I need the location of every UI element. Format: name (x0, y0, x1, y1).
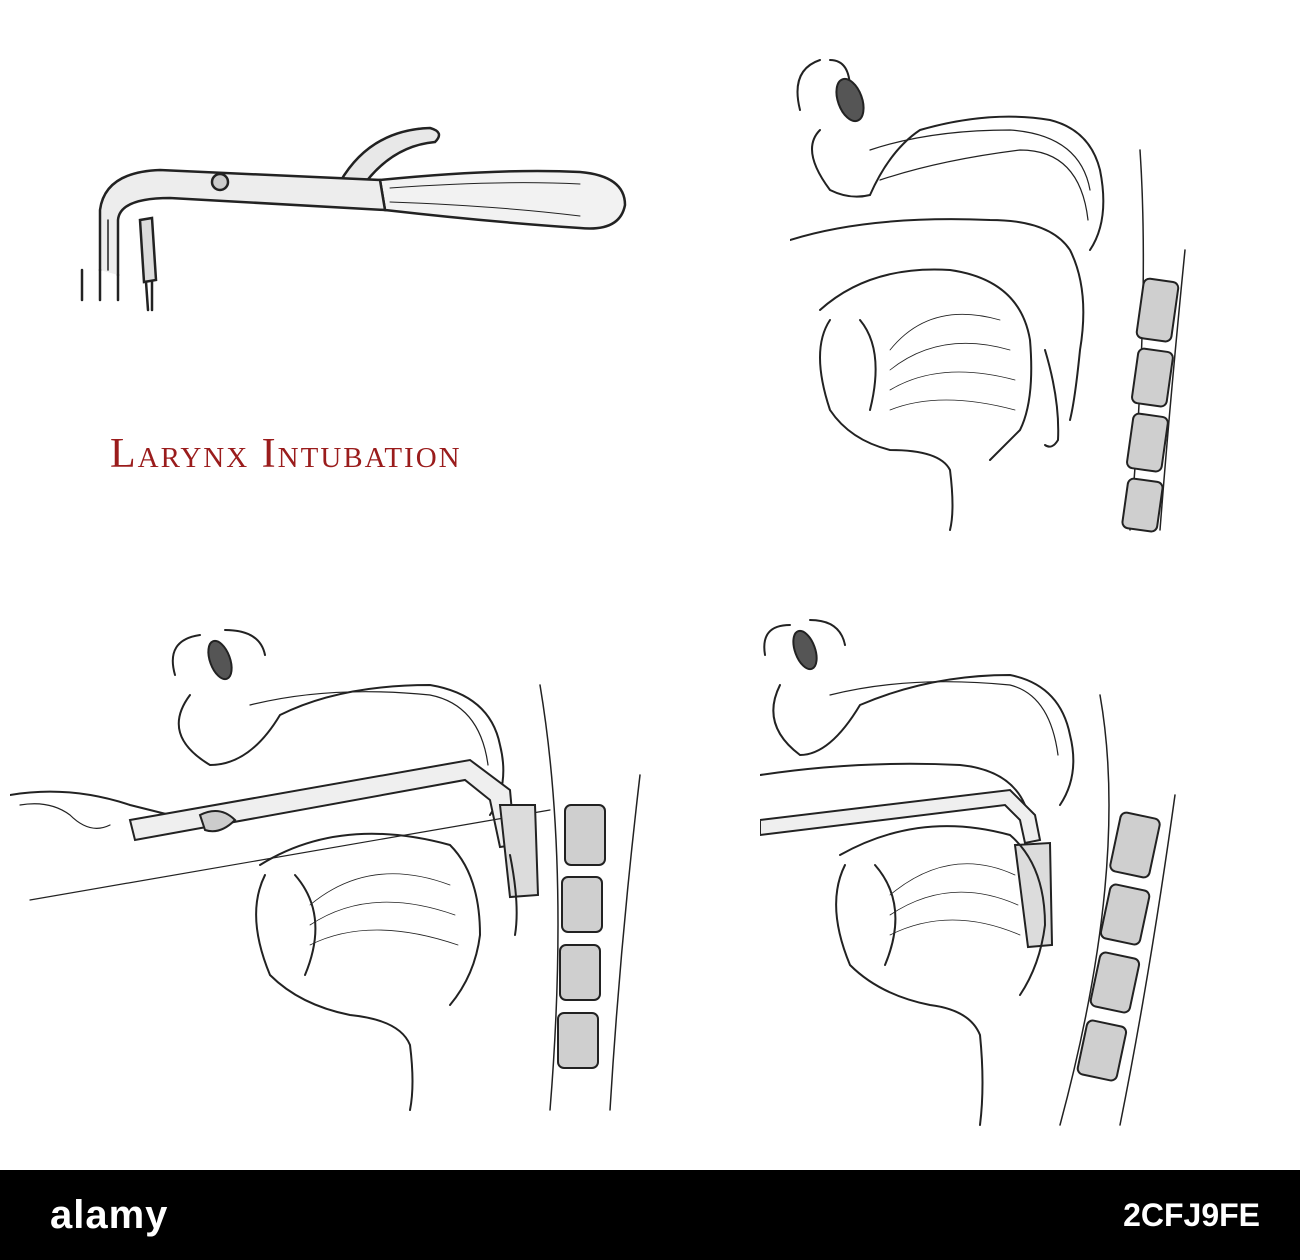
head-sagittal-section-icon (790, 50, 1190, 540)
footer-bar (0, 1170, 1300, 1260)
intubation-insertion-icon (10, 615, 650, 1115)
intubation-forceps-icon (60, 110, 640, 330)
watermark-logo: alamy (50, 1193, 169, 1237)
tube-placed-icon (760, 615, 1180, 1135)
illustration-page: Larynx Intubation (10, 50, 1190, 1135)
image-id-label: 2CFJ9FE (1123, 1197, 1260, 1233)
page-title: Larynx Intubation (110, 431, 462, 477)
